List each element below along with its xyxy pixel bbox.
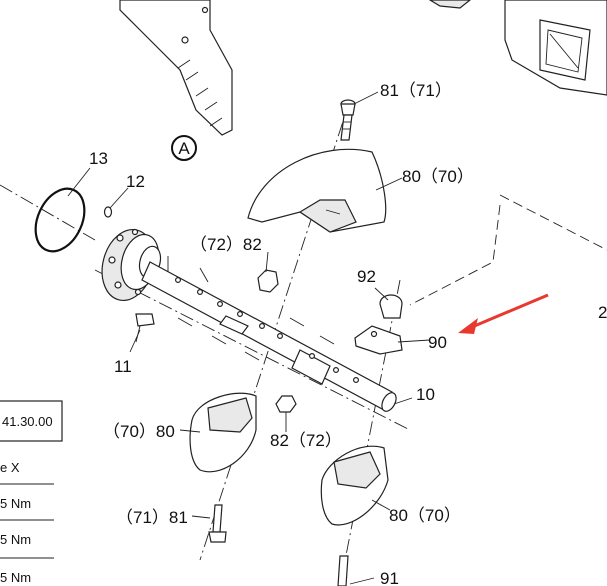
label-80-top: 80（70）: [402, 167, 474, 186]
hub-flange: [101, 228, 162, 301]
label-82-72: 82（72）: [270, 431, 342, 450]
detail-a-label: A: [178, 139, 190, 158]
label-edge-2: 2: [598, 303, 607, 322]
torque-row-3: 5 Nm: [0, 570, 31, 585]
bolt-81-bottom: [208, 504, 227, 543]
label-13: 13: [89, 149, 108, 168]
left-info-panel: 41.30.00 e X 5 Nm 5 Nm 5 Nm: [0, 400, 63, 585]
label-12: 12: [126, 172, 145, 191]
pin-12: [103, 206, 113, 218]
nut-82-lower: [275, 395, 297, 413]
label-70-80-left: （70）80: [103, 422, 175, 441]
bolt-81-top: [340, 99, 356, 141]
shaft-10: [141, 256, 397, 412]
leader-lines: [67, 91, 431, 585]
screw-11: [135, 313, 155, 343]
o-ring-13: [34, 187, 86, 253]
label-90: 90: [428, 333, 447, 352]
nut-92: [379, 294, 403, 319]
box-code: 41.30.00: [2, 414, 53, 429]
shield-80-left: [189, 392, 257, 473]
side-x-label: e X: [0, 460, 20, 475]
label-91: 91: [380, 569, 399, 586]
detail-a-callout: A: [171, 135, 197, 161]
label-71-81-bottom: （71）81: [116, 508, 188, 527]
shield-80-top: [247, 148, 387, 233]
label-81-top: 81（71）: [380, 81, 452, 100]
label-72-82: （72）82: [190, 235, 262, 254]
bolt-91: [337, 555, 349, 586]
shield-80-right: [320, 445, 389, 526]
label-92: 92: [357, 267, 376, 286]
gearbox-housing: [428, 0, 607, 96]
torque-row-1: 5 Nm: [0, 496, 31, 511]
label-10: 10: [416, 385, 435, 404]
frame-bracket: [119, 0, 233, 136]
red-arrow: [458, 293, 549, 334]
label-11: 11: [114, 357, 132, 376]
nut-82-upper: [257, 269, 279, 293]
clamp-90: [354, 325, 403, 355]
label-80-70-bottom: 80（70）: [389, 506, 461, 525]
torque-row-2: 5 Nm: [0, 532, 31, 547]
